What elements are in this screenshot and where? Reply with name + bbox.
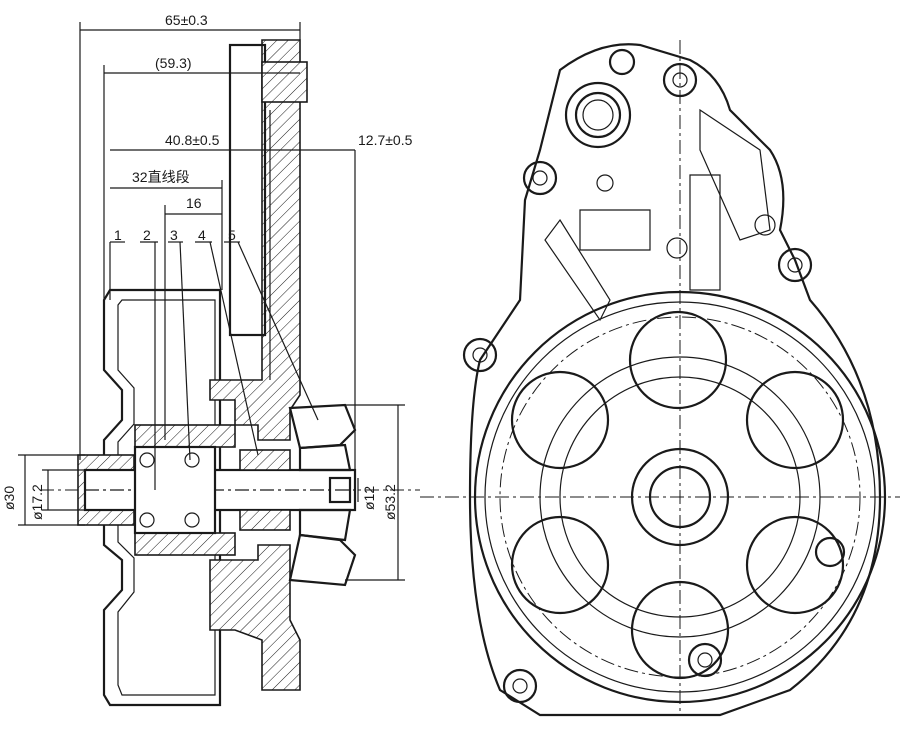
dim-reference-length: (59.3) — [155, 55, 192, 71]
part-label-2: 2 — [143, 227, 151, 243]
bolt-hole-3 — [522, 160, 558, 196]
impeller-nose — [328, 476, 352, 504]
bearing-housing-bottom — [134, 532, 236, 556]
bolt-hole-5 — [462, 337, 498, 373]
housing-flange-top — [228, 43, 267, 337]
section-view: 65±0.3 (59.3) 40.8±0.5 12.7±0.5 32直线段 16… — [1, 12, 420, 707]
dim-dia-17-2: ø17.2 — [29, 484, 45, 520]
impeller-blades — [510, 310, 845, 680]
rib-boss-3 — [754, 214, 776, 236]
bearing-ball-2 — [184, 452, 200, 468]
bolt-hole-1 — [608, 48, 636, 76]
bolt-hole-4 — [777, 247, 813, 283]
impeller-blade-lower — [298, 508, 352, 542]
dim-bearing-length: 40.8±0.5 — [165, 132, 220, 148]
hub-inner — [648, 465, 712, 529]
part-label-1: 1 — [114, 227, 122, 243]
impeller-blade-upper — [298, 443, 352, 472]
bearing-ball-3 — [139, 512, 155, 528]
blade-bottom — [630, 580, 730, 680]
front-view — [420, 40, 900, 717]
part-label-3: 3 — [170, 227, 178, 243]
rib-2 — [579, 209, 651, 251]
rib-boss-2 — [666, 237, 688, 259]
pulley-inner — [117, 299, 216, 696]
impeller-housing-inner — [484, 301, 876, 693]
bearing — [133, 445, 217, 535]
tensioner-boss-inner — [574, 91, 622, 139]
dim-impeller-offset: 12.7±0.5 — [358, 132, 413, 148]
bolt-boss — [261, 61, 308, 103]
blade-bottom-left — [510, 515, 610, 615]
hub-outer — [630, 447, 730, 547]
impeller-blade-bottom — [288, 533, 357, 587]
mechanical-seal-top — [239, 449, 291, 471]
blade-top — [628, 310, 728, 410]
bolt-holes — [462, 48, 846, 704]
dim-inner-length: 16 — [186, 195, 202, 211]
part-label-5: 5 — [228, 227, 236, 243]
dim-dia-30: ø30 — [1, 486, 17, 510]
dimensions: 65±0.3 (59.3) 40.8±0.5 12.7±0.5 32直线段 16… — [1, 12, 413, 581]
bolt-hole-2 — [662, 62, 698, 98]
tensioner-boss-core — [582, 99, 614, 131]
rib-1 — [544, 218, 611, 322]
bolt-hole-7 — [687, 642, 723, 678]
rib-boss-1 — [596, 174, 614, 192]
dim-dia-12: ø12 — [361, 486, 377, 510]
rib-4 — [689, 174, 721, 291]
blade-top-left — [510, 370, 610, 470]
bearing-ball-4 — [184, 512, 200, 528]
part-label-4: 4 — [198, 227, 206, 243]
pump-housing-lower — [209, 544, 301, 691]
rib-3 — [699, 108, 771, 241]
pulley-body — [102, 288, 222, 707]
impeller-housing-outer — [473, 290, 887, 704]
mechanical-seal-bottom — [239, 509, 291, 531]
bearing-ball-1 — [139, 452, 155, 468]
bolt-hole-6 — [502, 668, 538, 704]
blade-top-right — [745, 370, 845, 470]
dim-dia-53-2: ø53.2 — [382, 484, 398, 520]
impeller-blade-top — [288, 403, 357, 450]
tensioner-boss-outer — [564, 81, 632, 149]
dim-overall-length: 65±0.3 — [165, 12, 208, 28]
impeller-ring-inner — [559, 376, 801, 618]
blade-bottom-right — [745, 515, 845, 615]
bearing-housing-top — [134, 424, 236, 448]
impeller-ring — [539, 356, 821, 638]
dim-straight-section: 32直线段 — [132, 169, 190, 185]
pump-housing-main — [209, 39, 301, 441]
bolt-hole-8 — [814, 536, 846, 568]
pump-body-outline — [468, 43, 882, 717]
